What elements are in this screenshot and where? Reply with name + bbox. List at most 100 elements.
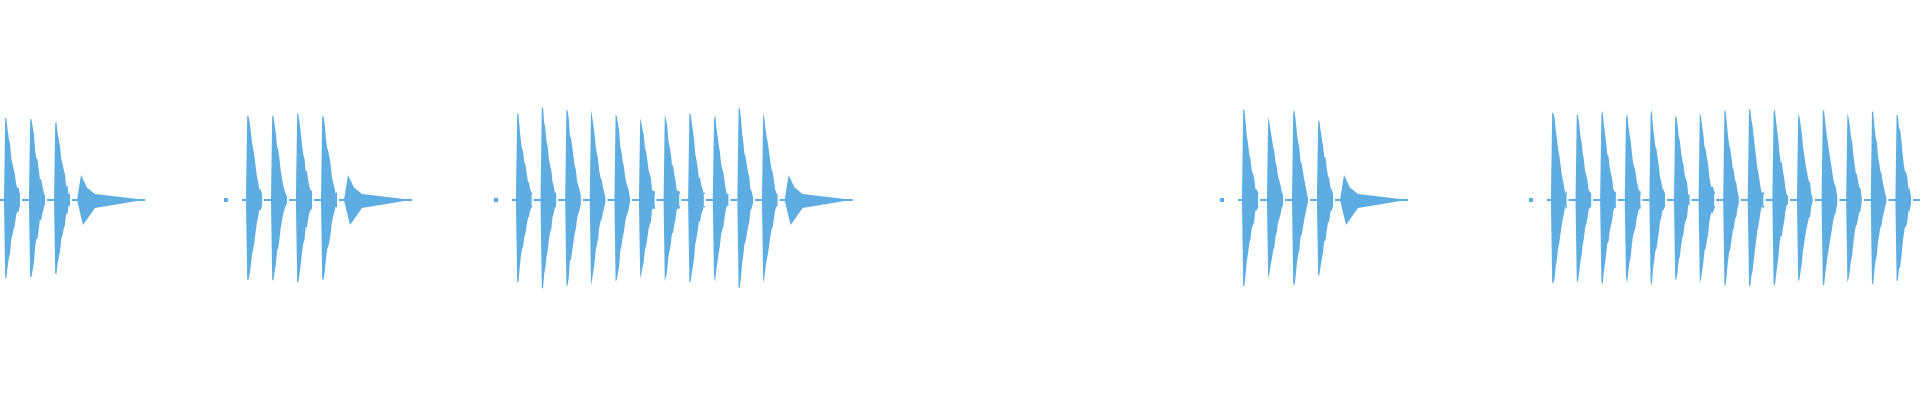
waveform-pulse-upper [1723,110,1740,200]
pulse-gap [556,194,559,206]
waveform-pulse-lower [516,200,533,283]
pulse-gap [262,194,264,206]
waveform-pulse-lower [688,200,705,283]
waveform-bursts [0,107,1920,289]
burst-4 [1220,109,1408,287]
waveform-pulse-lower [1821,200,1839,286]
waveform-pulse-upper [1551,112,1568,200]
waveform-pulse-upper [589,110,607,200]
burst-3 [494,107,853,289]
waveform-pulse-upper [271,115,288,200]
waveform-tail [344,175,404,225]
waveform-tail [77,175,137,225]
waveform-pulse-upper [1292,109,1309,200]
pulse-gap [1911,194,1913,206]
waveform-pulse-upper [1649,109,1666,200]
waveform-pulse-lower [1317,200,1334,277]
pulse-gap [753,194,755,206]
waveform-tail [1340,175,1400,225]
waveform-pulse-upper [1242,109,1259,200]
waveform-pulse-upper [1600,110,1617,200]
waveform-pulse-upper [737,107,754,200]
waveform-pulse-lower [321,200,338,281]
waveform-pulse-upper [1698,112,1716,200]
pulse-gap [1615,194,1618,206]
waveform-pulse-lower [1674,200,1691,280]
waveform-pulse-upper [1267,117,1284,200]
burst-5 [1529,108,1920,287]
waveform-pulse-upper [1575,113,1593,200]
waveform-pulse-lower [1242,200,1259,287]
pulse-gap [654,194,657,206]
pulse-gap [630,194,632,206]
pulse-gap [1591,194,1594,206]
waveform-pulse-upper [639,118,656,200]
lead-in-tick [1220,198,1224,202]
waveform-pulse-upper [321,115,338,200]
waveform-pulse-lower [1649,200,1666,286]
lead-in-tick [494,198,498,202]
waveform-pulse-upper [516,113,533,200]
waveform-pulse-upper [540,107,558,200]
lead-in-tick [1529,198,1533,202]
waveform-pulse-lower [4,200,21,279]
waveform-pulse-upper [1821,109,1839,200]
pulse-gap [1812,194,1815,206]
waveform-pulse-upper [663,114,681,200]
waveform-pulse-lower [614,200,631,282]
pulse-gap [1258,194,1260,206]
pulse-gap [679,194,682,206]
pulse-gap [1861,194,1864,206]
pulse-gap [605,194,608,206]
waveform-pulse-lower [1797,200,1814,282]
waveform-pulse-lower [296,200,313,283]
pulse-gap [1763,194,1766,206]
waveform-pulse-lower [737,200,754,289]
pulse-gap [20,194,22,206]
waveform-pulse-lower [1551,200,1568,284]
waveform-pulse-lower [1292,200,1309,286]
pulse-gap [703,194,706,206]
pulse-gap [1566,194,1569,206]
waveform-pulse-lower [1698,200,1716,284]
pulse-gap [531,194,534,206]
waveform-pulse-upper [296,113,313,200]
waveform-pulse-upper [1870,111,1888,200]
waveform-pulse-upper [29,119,46,200]
waveform-pulse-lower [1267,200,1284,279]
waveform-pulse-upper [1846,113,1863,200]
waveform-pulse-lower [639,200,656,278]
waveform-tail [784,175,845,225]
pulse-gap [1308,194,1310,206]
waveform-pulse-upper [1674,116,1691,200]
waveform-pulse-upper [762,113,779,200]
pulse-gap [1788,194,1790,206]
waveform-pulse-lower [1772,200,1789,287]
pulse-gap [580,194,583,206]
waveform-pulse-lower [1747,200,1765,287]
waveform-pulse-upper [246,115,263,200]
waveform-pulse-lower [1846,200,1863,283]
waveform-pulse-lower [1870,200,1888,285]
pulse-gap [1665,194,1667,206]
waveform-pulse-lower [1723,200,1740,286]
waveform-pulse-lower [589,200,607,286]
waveform-pulse-lower [246,200,263,280]
burst-2 [224,113,412,283]
waveform-pulse-upper [1624,113,1642,200]
pulse-gap [287,194,289,206]
pulse-gap [337,194,339,206]
waveform-pulse-upper [565,109,582,200]
pulse-gap [1837,194,1840,206]
waveform-pulse-lower [663,200,681,282]
waveform-pulse-upper [1747,108,1765,200]
waveform-pulse-lower [565,200,582,287]
waveform-pulse-lower [1600,200,1617,285]
pulse-gap [1640,194,1643,206]
burst-baseline [0,199,145,201]
waveform-pulse-lower [1575,200,1593,283]
pulse-gap [1738,194,1741,206]
waveform-pulse-lower [540,200,558,289]
